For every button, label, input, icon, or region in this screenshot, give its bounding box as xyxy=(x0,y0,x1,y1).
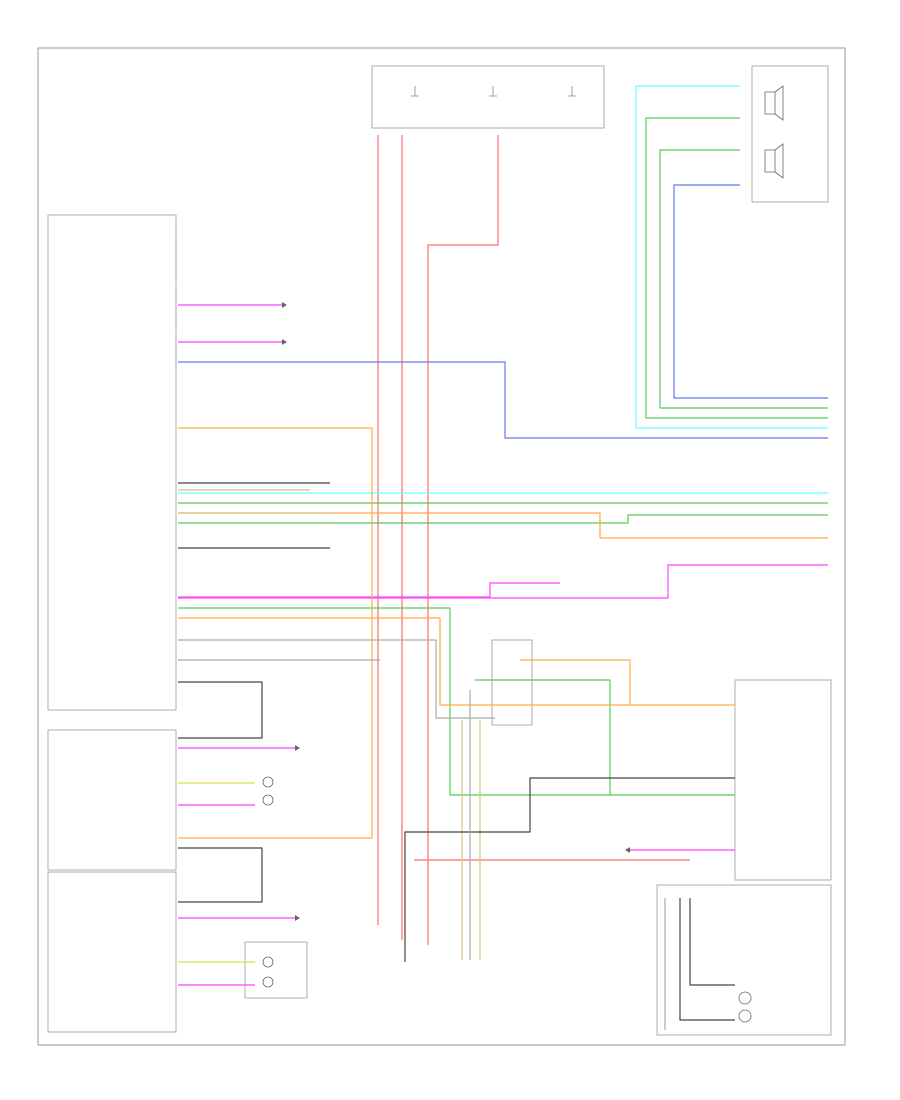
fuse-2 xyxy=(489,86,497,97)
connector-pin xyxy=(175,307,177,309)
wire-black-6 xyxy=(689,898,735,986)
left-connector-pins xyxy=(175,231,177,366)
antenna-coil-icon xyxy=(262,776,274,788)
wire-pink-3 xyxy=(178,582,560,598)
connector-pin xyxy=(175,250,177,252)
connector-pin xyxy=(175,326,177,328)
wire-green-5 xyxy=(178,607,735,796)
junction-connector xyxy=(491,639,533,726)
antenna-coil-icon xyxy=(738,991,752,1005)
wire-black-5 xyxy=(404,777,735,962)
connector-pin xyxy=(175,240,177,243)
connector-pin xyxy=(175,288,177,290)
connector-arrow-icon xyxy=(282,302,287,308)
antenna-coil-icon xyxy=(262,976,274,988)
left-bottom-module-box xyxy=(47,871,177,1033)
diagram-frame xyxy=(37,47,846,1046)
speaker-symbols xyxy=(262,85,784,1023)
connector-pin xyxy=(175,297,177,300)
speaker-box-top-right xyxy=(751,65,829,203)
antenna-coil-icon xyxy=(262,956,274,968)
connector-pin xyxy=(175,354,177,357)
wires xyxy=(178,85,828,1030)
antenna-module-box xyxy=(656,884,832,1036)
wire-cyan-2 xyxy=(635,85,828,429)
connector-pin xyxy=(175,345,177,347)
connector-pin xyxy=(175,278,177,281)
connector-arrow-icon xyxy=(295,745,300,751)
left-lower-module-box xyxy=(47,729,177,871)
connector-arrow-icon xyxy=(625,847,630,853)
wire-gray-1 xyxy=(178,639,495,719)
speaker-icon xyxy=(764,85,784,121)
wire-black-3 xyxy=(178,681,263,739)
antenna-coil-icon xyxy=(262,794,274,806)
radio-receiver-box xyxy=(734,679,832,881)
wire-pink-long xyxy=(178,564,828,599)
connector-pin xyxy=(175,335,177,338)
connector-pin xyxy=(175,316,177,319)
wire-orange-1 xyxy=(178,427,373,839)
wire-green-4 xyxy=(659,149,828,409)
component-boxes xyxy=(47,65,832,1036)
connector-arrow-icon xyxy=(282,339,287,345)
wire-black-7 xyxy=(679,898,735,1021)
wire-orange-3 xyxy=(178,617,735,706)
wire-blue-2 xyxy=(673,184,828,399)
wire-red-trunk-right xyxy=(427,135,499,945)
connector-pin xyxy=(175,269,177,271)
wire-orange-2 xyxy=(178,512,828,539)
speaker-icon xyxy=(764,143,784,179)
connector-pin xyxy=(175,259,177,262)
fuse-1 xyxy=(411,86,419,97)
wire-orange-4 xyxy=(520,659,631,705)
fuse-3 xyxy=(568,86,576,97)
top-fuse-block xyxy=(371,65,605,129)
connector-pin xyxy=(175,364,177,366)
wire-blue-1 xyxy=(178,361,828,439)
wire-black-4 xyxy=(178,847,263,903)
connector-pin xyxy=(175,231,177,233)
wire-green-2 xyxy=(178,514,828,524)
connector-markers xyxy=(282,302,630,921)
wire-green-3 xyxy=(645,117,828,419)
top-fuses xyxy=(411,86,576,97)
connector-arrow-icon xyxy=(295,915,300,921)
left-rear-speaker-box xyxy=(244,941,308,999)
left-module-box xyxy=(47,214,177,711)
antenna-coil-icon xyxy=(738,1009,752,1023)
wire-green-6 xyxy=(475,679,611,795)
